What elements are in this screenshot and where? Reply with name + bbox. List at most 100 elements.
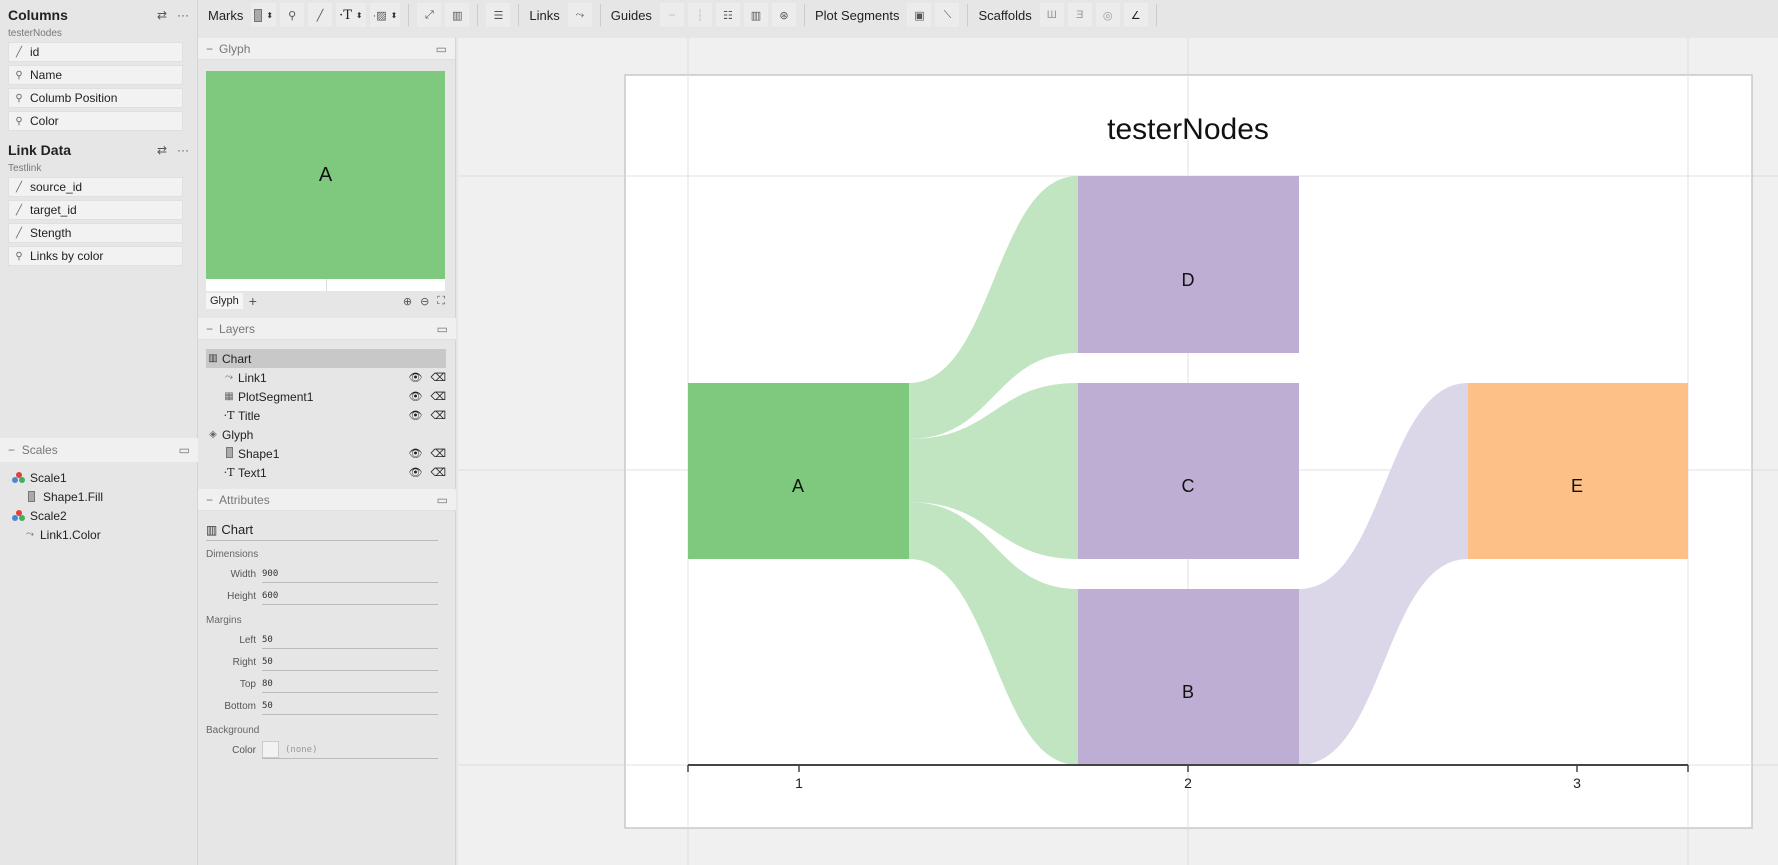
color-swatch[interactable] [262,741,279,758]
column-name[interactable]: ⚲Name [8,65,183,85]
margin-bottom-input[interactable]: 50 [262,697,438,715]
column-source-id[interactable]: ╱source_id [8,177,183,197]
minimize-icon[interactable]: ▭ [435,41,447,56]
column-links-by-color[interactable]: ⚲Links by color [8,246,183,266]
guide-coordinator-y-button[interactable]: ▥ [743,3,768,27]
link-a-b[interactable] [909,502,1078,765]
guide-y-button[interactable]: ┆ [687,3,712,27]
fit-view-icon[interactable]: ⛶ [437,294,445,307]
more-icon[interactable]: ··· [177,8,189,22]
margin-right-input[interactable]: 50 [262,653,438,671]
eraser-icon[interactable]: ⌫ [430,410,446,422]
node-a[interactable] [688,383,909,559]
zoom-out-icon[interactable]: ⊖ [420,295,430,308]
node-b[interactable] [1078,589,1299,765]
text-icon: ·T [223,409,235,422]
node-d[interactable] [1078,176,1299,353]
guide-coordinator-x-button[interactable]: ☷ [715,3,740,27]
eraser-icon[interactable]: ⌫ [430,448,446,460]
minimize-icon[interactable]: ▭ [436,321,448,336]
zoom-in-icon[interactable]: ⊕ [402,295,413,308]
scale-item[interactable]: Scale2 [0,506,198,525]
layer-glyph[interactable]: ◈ Glyph [206,425,446,444]
chart-svg: testerNodes A D C B E [458,38,1778,865]
glyph-editor-canvas[interactable]: A [206,71,445,291]
nested-chart-button[interactable]: ▥ [445,3,470,27]
node-b-label: B [1182,682,1194,702]
chart-title[interactable]: testerNodes [1107,113,1269,146]
collapse-icon[interactable]: − [206,41,214,56]
layer-text1[interactable]: ·T Text1 👁⌫ [223,465,446,480]
collapse-icon[interactable]: − [8,443,16,457]
toolbar-divider [518,4,520,26]
region-plot-segment-button[interactable]: ▣ [907,3,932,27]
text-mark-button[interactable]: ·T⬍ [336,3,366,27]
symbol-mark-button[interactable]: ⚲ [280,3,305,27]
visibility-eye-icon[interactable]: 👁 [408,410,423,422]
color-value-input[interactable]: (none) [285,744,318,755]
scaffold-polar-button[interactable]: ◎ [1095,3,1120,27]
layer-plotsegment1[interactable]: ▦ PlotSegment1 👁⌫ [206,387,446,406]
scaffold-horizontal-button[interactable]: Ш [1039,3,1064,27]
line-mark-button[interactable]: ╱ [308,3,333,27]
glyph-panel-header[interactable]: −Glyph ▭ [198,38,455,60]
minimize-icon[interactable]: ▭ [436,492,448,507]
margin-top-input[interactable]: 80 [262,675,438,693]
link-button[interactable]: ⤳ [567,3,592,27]
link-a-d[interactable] [909,176,1078,439]
dataset-panel: Columns ⇄ ··· testerNodes ╱id ⚲Name ⚲Col… [0,0,198,865]
add-glyph-icon[interactable]: + [248,293,257,309]
height-input[interactable]: 600 [262,587,438,605]
column-stength[interactable]: ╱Stength [8,223,183,243]
collapse-icon[interactable]: − [206,321,214,336]
node-e[interactable] [1468,383,1688,559]
column-target-id[interactable]: ╱target_id [8,200,183,220]
guide-x-button[interactable]: ┄ [659,3,684,27]
layers-panel-header: −Layers ▭ [198,318,456,340]
layer-link1[interactable]: ⤳ Link1 👁⌫ [206,368,446,387]
rect-mark-button[interactable]: ⬍ [251,3,277,27]
node-c[interactable] [1078,383,1299,559]
visibility-eye-icon[interactable]: 👁 [408,448,423,460]
scaffold-vertical-button[interactable]: Ǝ [1067,3,1092,27]
width-input[interactable]: 900 [262,565,438,583]
eraser-icon[interactable]: ⌫ [430,372,446,384]
x-axis[interactable] [687,764,1689,772]
eraser-icon[interactable]: ⌫ [430,391,446,403]
column-color[interactable]: ⚲Color [8,111,183,131]
image-mark-button[interactable]: ·▨⬍ [369,3,401,27]
margin-left-input[interactable]: 50 [262,631,438,649]
scale-binding[interactable]: ⤳ Link1.Color [26,527,101,542]
visibility-eye-icon[interactable]: 👁 [408,467,423,479]
scales-header[interactable]: − Scales ▭ [0,438,198,462]
visibility-eye-icon[interactable]: 👁 [408,391,423,403]
link-b-e[interactable] [1299,383,1468,765]
link-a-c[interactable] [909,383,1078,559]
scale-binding[interactable]: Shape1.Fill [0,487,198,506]
layer-title[interactable]: ·T Title 👁⌫ [223,408,446,423]
column-columb-position[interactable]: ⚲Columb Position [8,88,183,108]
toolbar-divider [803,4,805,26]
more-icon[interactable]: ··· [177,143,189,157]
glyph-tab[interactable]: Glyph [206,293,243,309]
visibility-eye-icon[interactable]: 👁 [408,372,423,384]
column-id[interactable]: ╱id [8,42,183,62]
guide-polar-button[interactable]: ⊛ [771,3,796,27]
attributes-header[interactable]: −Attributes ▭ [198,489,456,511]
scaffold-curve-button[interactable]: ∠ [1123,3,1148,27]
line-plot-segment-button[interactable]: ⟍ [935,3,960,27]
scale-item[interactable]: Scale1 [0,468,198,487]
line-icon: ╱ [316,9,324,22]
minimize-icon[interactable]: ▭ [178,443,190,457]
chart-canvas[interactable]: testerNodes A D C B E [458,38,1778,865]
layer-chart[interactable]: ▥ Chart [206,349,446,368]
layer-shape1[interactable]: Shape1 👁⌫ [206,444,446,463]
glyph-shape-preview[interactable]: A [206,71,445,279]
layers-header[interactable]: −Layers ▭ [198,318,456,340]
data-axis-button[interactable]: ⤢ [417,3,442,27]
legend-button[interactable]: ☰ [486,3,511,27]
collapse-icon[interactable]: − [206,492,214,507]
replace-data-icon[interactable]: ⇄ [156,143,167,157]
replace-data-icon[interactable]: ⇄ [156,8,167,22]
eraser-icon[interactable]: ⌫ [430,467,446,479]
